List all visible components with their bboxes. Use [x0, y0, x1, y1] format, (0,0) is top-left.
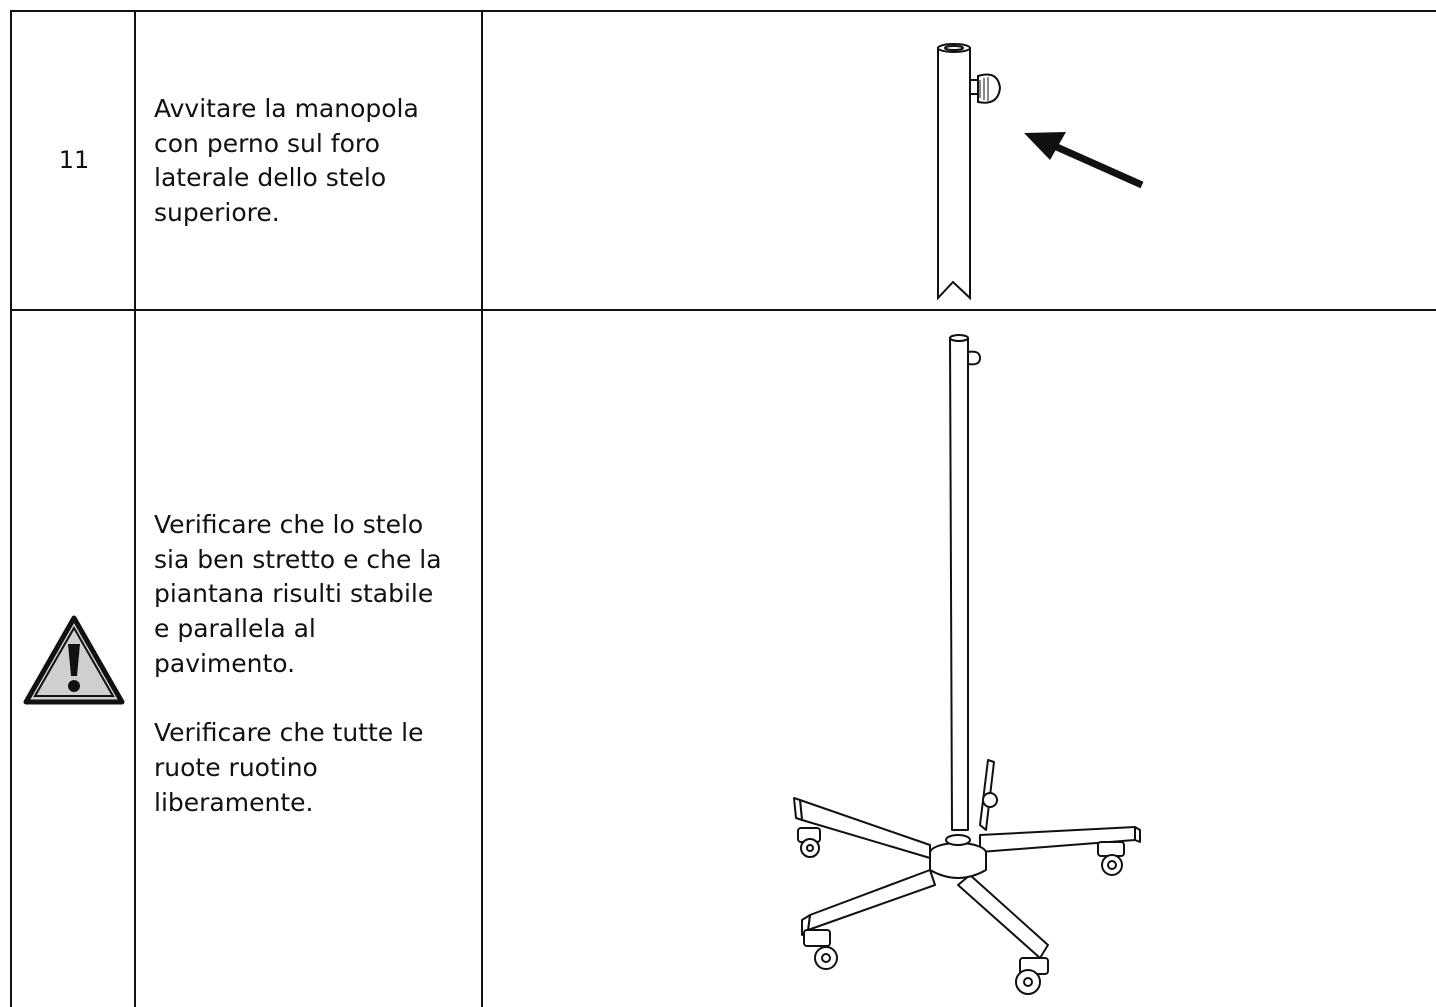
instruction-line: ruote ruotino — [154, 752, 318, 782]
column-divider-1 — [134, 10, 136, 1007]
instruction-line: laterale dello stelo — [154, 163, 387, 193]
warning-instruction: Verificare che lo stelo sia ben stretto … — [154, 508, 474, 820]
upper-pole-knob-figure — [937, 43, 1144, 301]
instruction-line: superiore. — [154, 198, 280, 228]
step-number: 11 — [58, 146, 90, 174]
step-11-instruction: Avvitare la manopola con perno sul foro … — [154, 92, 474, 231]
caster-back — [982, 792, 998, 808]
knob-pin — [969, 79, 979, 95]
caster-left-front — [803, 929, 838, 970]
knob — [967, 350, 981, 366]
instruction-line: pavimento. — [154, 648, 296, 678]
leg-front — [957, 874, 1049, 959]
knob — [977, 73, 1002, 104]
table-top-border — [10, 10, 1436, 12]
instruction-line: liberamente. — [154, 787, 314, 817]
caster-right — [1097, 841, 1125, 876]
table-left-border — [10, 10, 12, 1007]
instruction-line: Avvitare la manopola — [154, 94, 419, 123]
warning-icon — [23, 615, 125, 705]
caster-left-back — [797, 827, 821, 858]
pole — [949, 337, 969, 831]
spacer — [154, 682, 474, 717]
upper-pole — [937, 47, 971, 301]
caster-front — [1015, 957, 1049, 995]
instruction-line: Verificare che tutte le — [154, 718, 424, 748]
column-divider-2 — [481, 10, 483, 1007]
leg-left-front — [807, 869, 936, 931]
instruction-line: e parallela al — [154, 614, 316, 644]
instruction-line: con perno sul foro — [154, 128, 380, 158]
arrow-icon — [1024, 132, 1144, 189]
instruction-line: piantana risulti stabile — [154, 579, 434, 609]
instruction-line: Verificare che lo stelo — [154, 510, 424, 539]
assembled-stand-figure — [793, 334, 1141, 995]
instruction-line: sia ben stretto e che la — [154, 544, 442, 574]
row-divider — [10, 309, 1436, 311]
